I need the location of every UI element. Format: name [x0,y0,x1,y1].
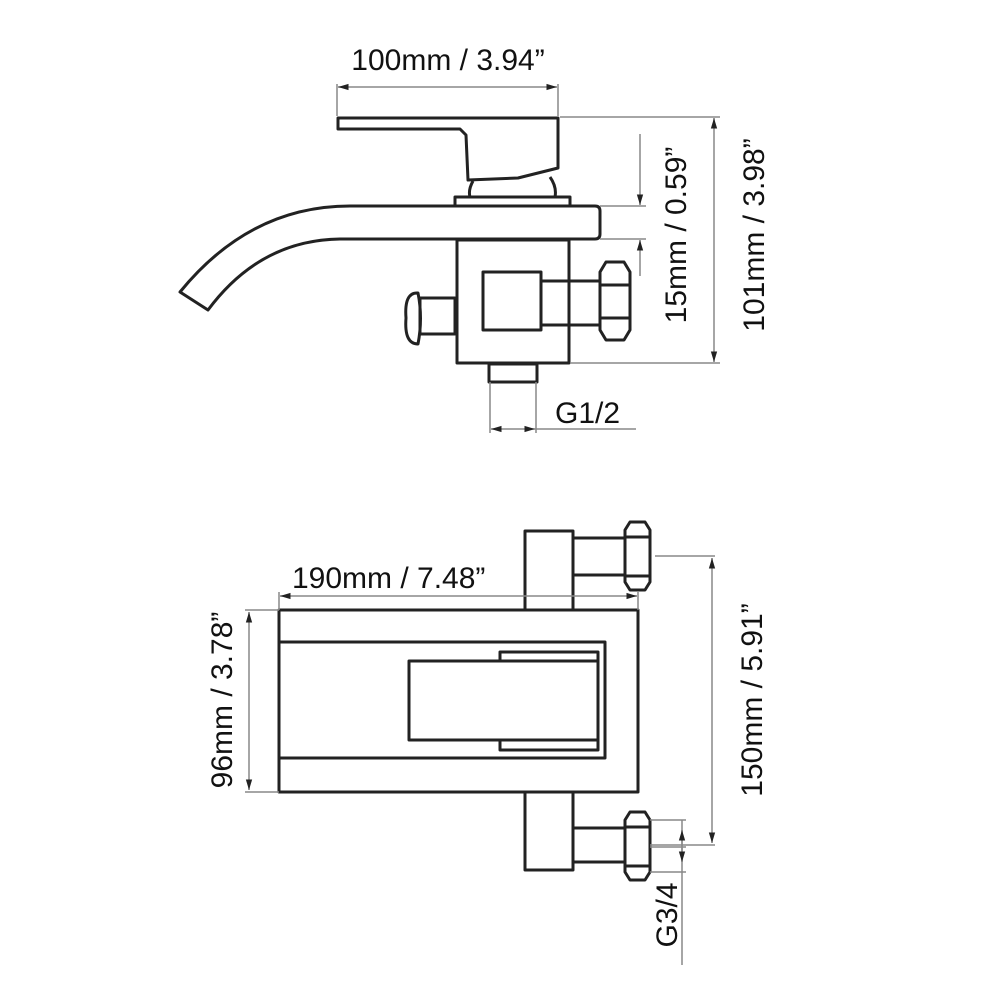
bottom-stem [571,826,627,864]
body-outline [277,608,640,794]
outlet-label: G1/2 [555,397,620,430]
top-view: 190mm / 7.48” 96mm / 3.78” 150mm / 5.91”… [206,520,769,965]
depth-label: 96mm / 3.78” [206,612,239,789]
inlet-label: G3/4 [651,882,684,947]
outlet-thread [487,362,539,384]
hex-nut [598,260,632,342]
lever-gap-label: 15mm / 0.59” [660,147,693,324]
diverter-knob-stem [418,296,457,336]
spout-outline [279,640,607,760]
bottom-connector [523,790,575,872]
top-connector [523,529,575,612]
height-label: 101mm / 3.98” [738,138,771,331]
top-stem [571,536,627,577]
bottom-hex-nut [623,810,652,882]
inlet-spacing-label: 150mm / 5.91” [736,603,769,796]
inner-square [481,270,543,332]
diverter-knob-cap [404,291,422,346]
spout [178,204,602,312]
handle-flange [498,650,600,752]
side-view: 100mm / 3.94” 15mm / 0.59” 101mm / 3.98”… [178,44,771,433]
lever-handle [336,116,560,182]
top-hex-nut [623,520,652,592]
valve-body [455,238,571,365]
length-label: 190mm / 7.48” [292,562,485,595]
handle-outline [407,659,600,742]
width-label: 100mm / 3.94” [351,44,544,77]
